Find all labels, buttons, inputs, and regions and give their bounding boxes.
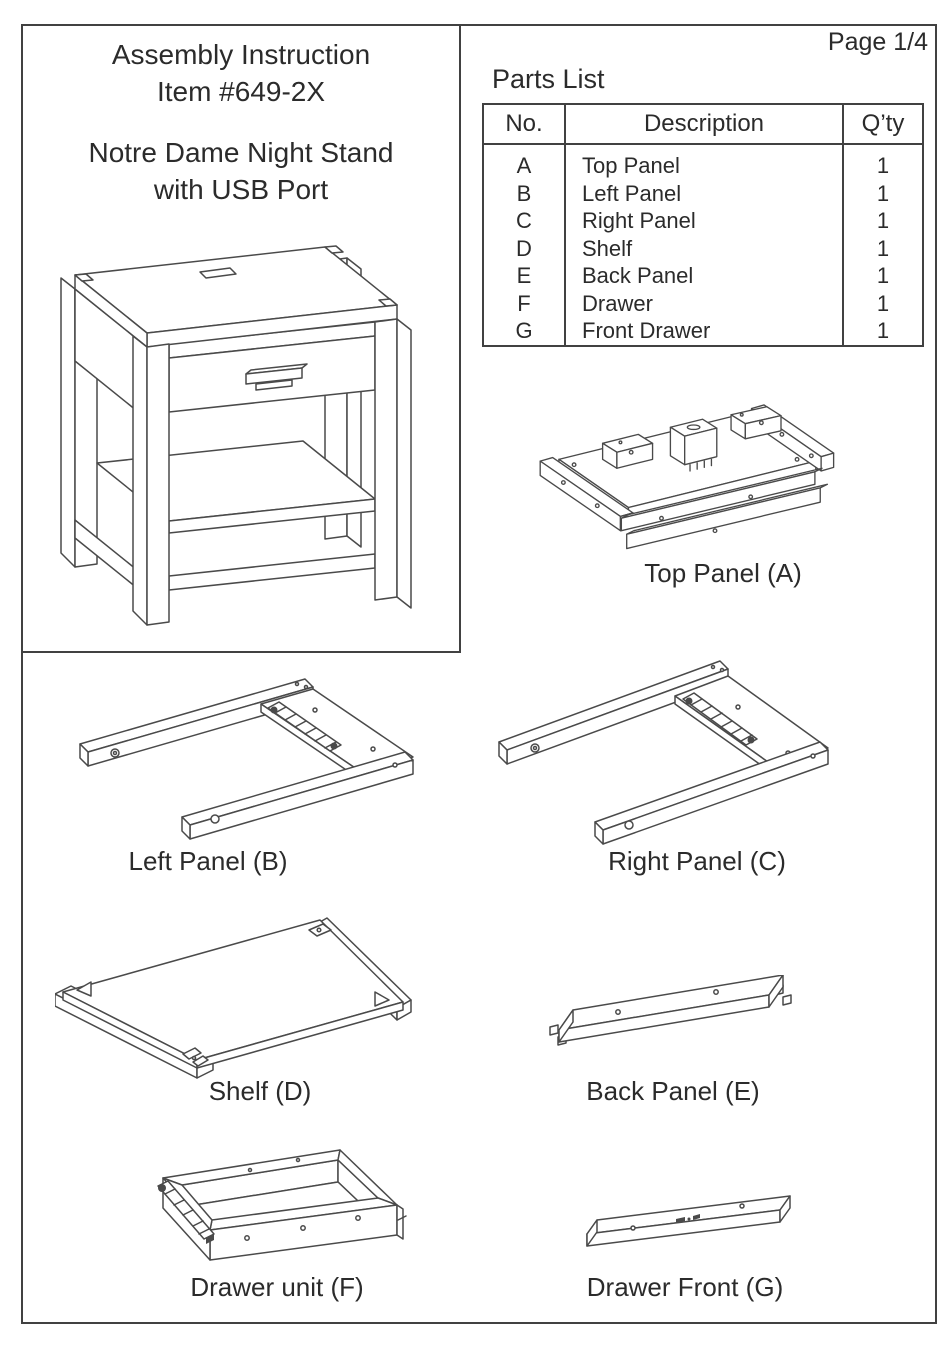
nightstand-figure (60, 245, 412, 626)
parts-cell-no: F (517, 290, 531, 316)
title-block: Assembly Instruction Item #649-2X Notre … (23, 36, 459, 208)
parts-cell-description: Shelf (582, 235, 633, 261)
title-box (21, 24, 461, 653)
left-panel-figure (79, 678, 414, 840)
top-panel-caption: Top Panel (A) (644, 558, 802, 588)
title-line-4: with USB Port (153, 174, 329, 205)
col-header-no: No. (484, 105, 564, 145)
parts-cell-description: Left Panel (582, 180, 682, 206)
parts-cell-no: B (516, 180, 532, 206)
parts-cell-qty: 1 (876, 153, 890, 178)
parts-cell-qty: 1 (876, 290, 890, 316)
back-panel-figure (549, 975, 792, 1046)
parts-cell-qty: 1 (876, 263, 890, 288)
shelf-figure (55, 917, 412, 1079)
right-panel-figure (498, 660, 829, 845)
parts-cell-qty: 1 (876, 318, 890, 343)
shelf-caption: Shelf (D) (208, 1076, 312, 1106)
title-line-1: Assembly Instruction (111, 39, 371, 70)
title-line-3: Notre Dame Night Stand (88, 137, 394, 168)
parts-cell-qty: 1 (876, 180, 890, 206)
parts-cell-no: D (516, 235, 532, 261)
left-panel-caption: Left Panel (B) (128, 846, 288, 876)
parts-cell-qty: 1 (876, 208, 890, 233)
parts-list-heading: Parts List (492, 64, 605, 94)
parts-cell-description: Front Drawer (582, 318, 711, 343)
parts-cell-description: Drawer (582, 290, 653, 316)
parts-cell-no: E (516, 263, 532, 288)
drawer-unit-caption: Drawer unit (F) (190, 1272, 364, 1302)
col-header-description: Description (564, 105, 844, 145)
col-header-qty: Q’ty (844, 105, 922, 145)
right-panel-caption: Right Panel (C) (608, 846, 786, 876)
parts-cell-description: Top Panel (582, 153, 680, 178)
page-border (21, 24, 937, 1324)
back-panel-caption: Back Panel (E) (586, 1076, 760, 1106)
top-panel-figure (539, 404, 835, 550)
drawer-front-figure (586, 1195, 791, 1247)
drawer-unit-figure (157, 1149, 407, 1261)
title-line-2: Item #649-2X (156, 76, 326, 107)
parts-cell-description: Right Panel (582, 208, 696, 233)
parts-cell-no: A (516, 153, 532, 178)
parts-cell-qty: 1 (876, 235, 890, 261)
title-gap (23, 110, 459, 134)
page-number: Page 1/4 (827, 28, 928, 56)
parts-cell-description: Back Panel (582, 263, 694, 288)
parts-cell-no: G (515, 318, 533, 343)
drawer-front-caption: Drawer Front (G) (586, 1272, 784, 1302)
parts-cell-no: C (516, 208, 532, 233)
